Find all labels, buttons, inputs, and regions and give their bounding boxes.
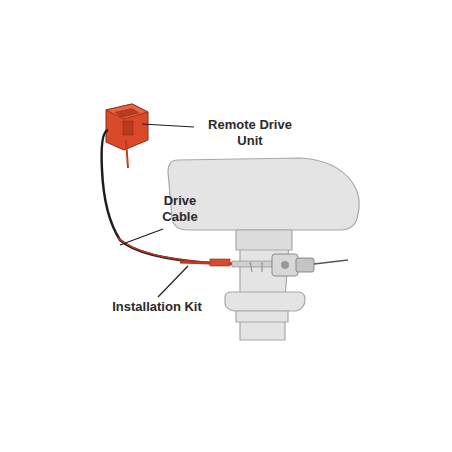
part-label: Drive Cable (152, 193, 208, 225)
remote-drive-unit (106, 104, 148, 168)
drive-cable-sleeve (118, 238, 212, 263)
lower-collar (236, 311, 288, 322)
part-label: Remote Drive Unit (196, 117, 304, 149)
midsection (236, 230, 292, 250)
part-label: Installation Kit (110, 299, 204, 315)
cavitation-plate (225, 292, 305, 311)
drive-cable (102, 130, 210, 263)
installation-kit (180, 254, 348, 276)
